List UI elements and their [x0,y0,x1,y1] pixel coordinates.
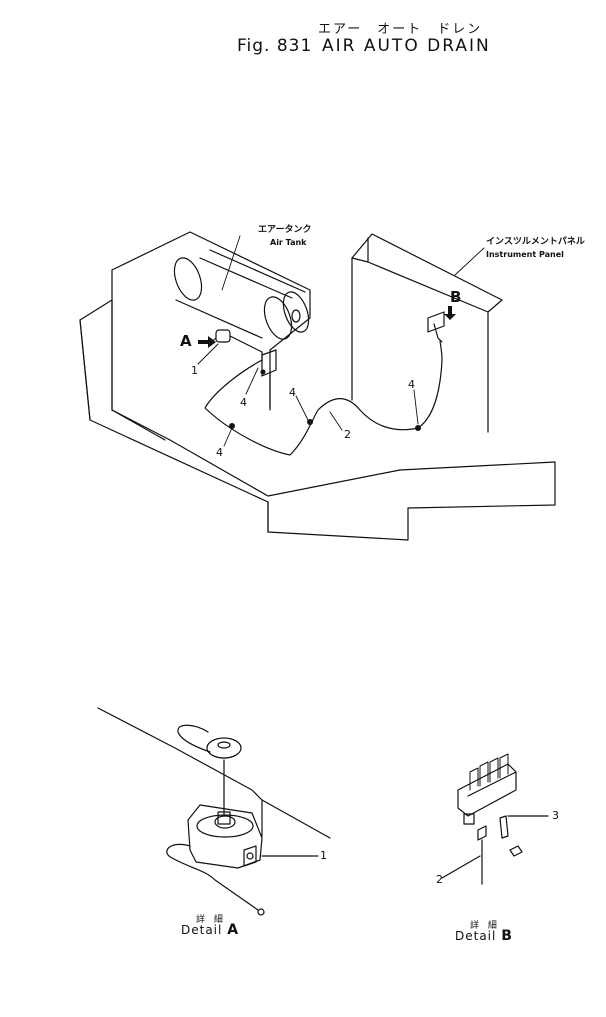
left-cabinet [111,231,311,441]
figure-title: AIR AUTO DRAIN [322,36,491,56]
wiring-harness [204,339,443,456]
instrument-panel-label-japanese: インスツルメントパネル [486,237,585,247]
callout-part-2: 2 [344,428,351,441]
callout-part-4: 4 [240,396,247,409]
detail-a-caption: Detail A [181,922,240,938]
drain-valve-assembly [215,329,277,409]
figure-title-japanese: エアー オート ドレン [318,22,483,37]
air-tank-label: Air Tank [270,238,307,247]
view-b-marker: B [450,288,462,306]
arrow-a-icon [198,336,216,348]
detail-a-callout-part-1: 1 [320,849,327,862]
view-arrows [198,306,456,348]
detail-b-drawing [441,753,549,885]
view-a-marker: A [180,332,192,350]
callout-part-4: 4 [408,378,415,391]
callout-part-4: 4 [289,386,296,399]
air-tank [173,249,310,340]
callout-part-1: 1 [191,364,198,377]
instrument-console [351,233,503,433]
detail-b-callout-part-3: 3 [552,809,559,822]
callout-part-4: 4 [216,446,223,459]
detail-b-caption: Detail B [455,928,513,944]
air-tank-label-japanese: エアータンク [258,225,312,235]
cab-floor-outline [79,299,556,541]
figure-number: Fig. 831 [237,36,313,56]
detail-a-caption-japanese: 詳 細 [196,915,226,925]
instrument-panel-label: Instrument Panel [486,250,564,259]
detail-b-caption-japanese: 詳 細 [470,921,500,931]
solenoid-valve-bracket [427,311,445,343]
detail-b-callout-part-2: 2 [436,873,443,886]
leader-lines [197,235,485,447]
detail-a-drawing [97,707,331,916]
harness-clamps [229,369,421,431]
arrow-b-icon [444,306,456,320]
